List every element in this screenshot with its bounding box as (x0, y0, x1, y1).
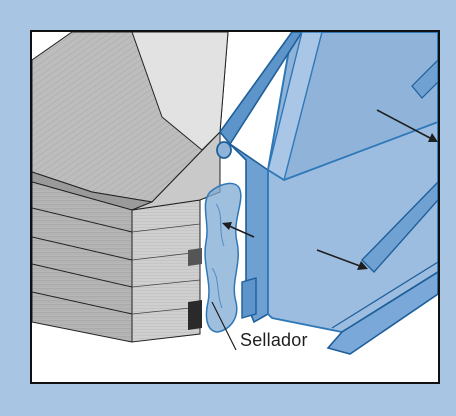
callout-leader (211, 301, 237, 351)
arrow-icon (222, 109, 438, 270)
illustration-panel: Sellador (30, 30, 440, 384)
wall-side (131, 130, 221, 343)
sealant-label: Sellador (240, 330, 308, 350)
wall-front (32, 181, 133, 343)
flashing-illustration (32, 32, 438, 355)
flashing-profile (216, 32, 438, 355)
sealant-bead (204, 182, 242, 333)
